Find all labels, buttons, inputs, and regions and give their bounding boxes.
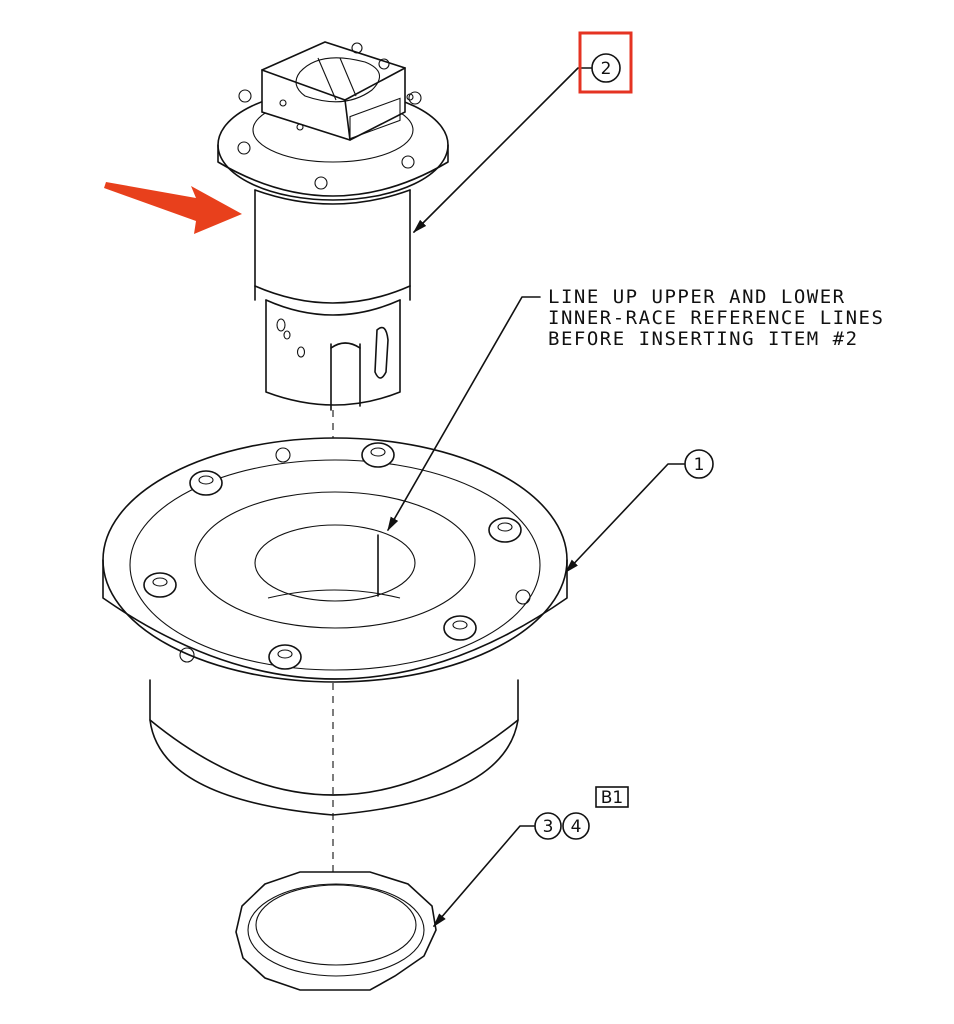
note-line-2: INNER-RACE REFERENCE LINES — [548, 307, 884, 329]
balloon-item-4: 4 — [562, 812, 590, 840]
balloon-item-4-label: 4 — [571, 817, 582, 837]
leader-item-2 — [412, 67, 593, 234]
red-arrow-icon — [104, 182, 242, 234]
item-1-base-housing — [102, 437, 568, 816]
balloon-item-3-label: 3 — [543, 817, 554, 837]
balloon-item-3: 3 — [534, 812, 562, 840]
bolt-icon — [143, 572, 177, 598]
highlight-box — [578, 31, 633, 94]
assembly-note: LINE UP UPPER AND LOWER INNER-RACE REFER… — [548, 286, 884, 350]
tag-b1-label: B1 — [601, 788, 623, 808]
bolt-icon — [488, 517, 522, 543]
bolt-icon — [189, 470, 223, 496]
tag-b1: B1 — [595, 786, 629, 808]
balloon-item-1-label: 1 — [694, 455, 705, 475]
balloon-item-2-label: 2 — [601, 59, 612, 79]
note-line-1: LINE UP UPPER AND LOWER — [548, 286, 846, 308]
note-line-3: BEFORE INSERTING ITEM #2 — [548, 328, 859, 350]
item-2-cylinder-assembly — [217, 41, 449, 411]
balloon-item-2: 2 — [591, 53, 621, 83]
item-3-4-nut — [235, 871, 437, 991]
leader-note — [387, 296, 541, 532]
balloon-item-1: 1 — [684, 449, 714, 479]
bolt-icon — [443, 615, 477, 641]
leader-item-1 — [565, 463, 685, 574]
leader-item-3-4 — [433, 825, 535, 928]
bolt-icon — [268, 644, 302, 670]
bolt-icon — [361, 442, 395, 468]
